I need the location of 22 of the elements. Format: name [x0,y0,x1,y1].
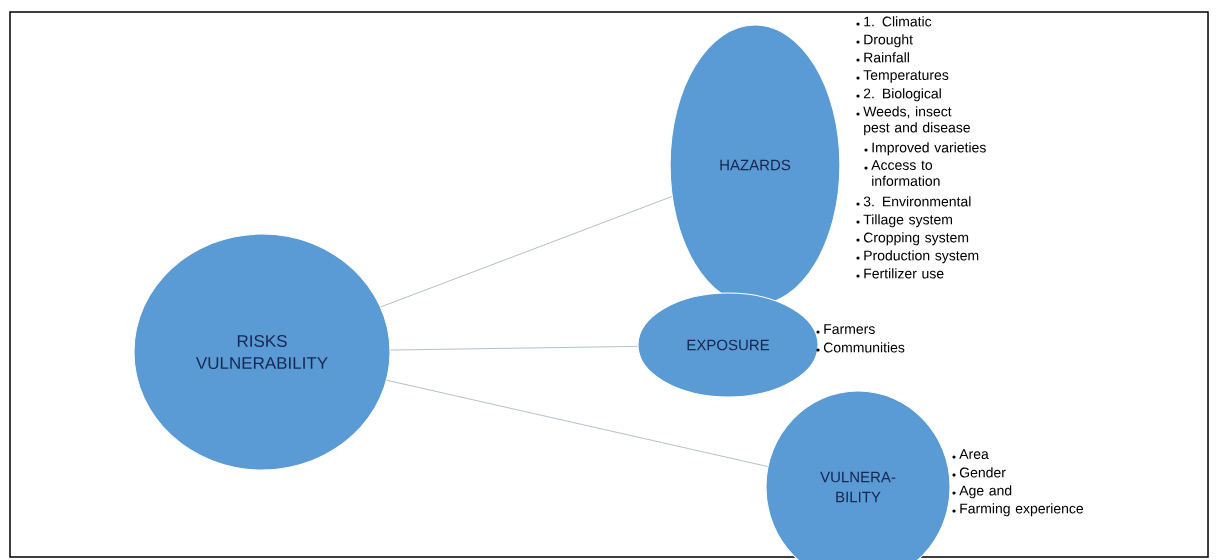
bullet-item: Farmers [816,324,875,334]
bullet-item: Age and [952,485,1012,499]
bullet-item: Fertilizer use [856,268,944,279]
bullet-item: Access to information [864,160,940,186]
bullet-item: Area [952,449,989,459]
bullet-item: Drought [856,34,913,48]
bullet-item: Communities [816,342,905,353]
bullet-item: Production system [856,250,979,264]
connector-line [390,346,638,351]
bullet-item: Cropping system [856,232,969,246]
bullet-item: Gender [952,467,1006,478]
bullet-item: Farming experience [952,503,1084,517]
bullet-item: Weeds, insect pest and disease [856,106,970,136]
bullet-item: 2. Biological [856,88,941,102]
bullet-item: 1. Climatic [856,16,932,27]
bullet-item: Temperatures [856,70,949,83]
bullet-item: Rainfall [856,52,909,63]
bullet-item: Improved varieties [864,142,986,156]
connector-line [386,380,768,467]
connector-line [380,196,673,308]
bullet-item: 3. Environmental [856,196,971,207]
bullet-item: Tillage system [856,214,952,228]
